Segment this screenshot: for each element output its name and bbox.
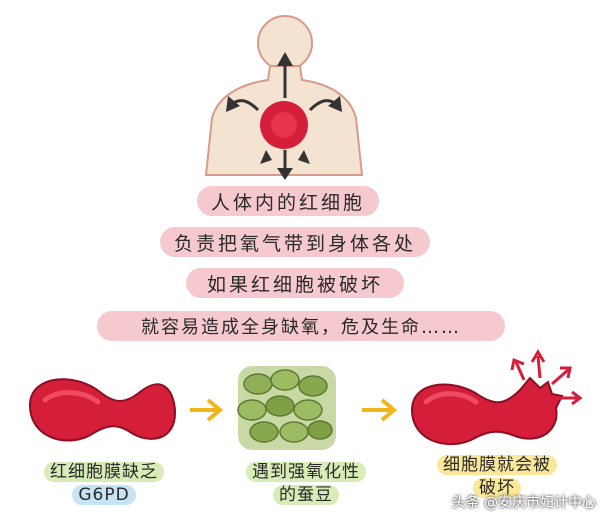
arrow-right-icon — [328, 96, 342, 112]
arrow-left-icon — [226, 96, 240, 112]
step-1-caption: 红细胞膜缺乏 G6PD — [20, 461, 188, 507]
caption-line-3: 如果红细胞被破坏 — [186, 268, 404, 298]
caption-line-4: 就容易造成全身缺氧，危及生命…… — [97, 311, 505, 341]
arrow-up-icon — [277, 52, 293, 66]
step-3-line-1: 细胞膜就会被 — [437, 455, 557, 475]
step-2-line-1: 遇到强氧化性 — [246, 462, 366, 482]
watermark: 头条 @安庆市妇计中心 — [451, 495, 596, 511]
red-blood-cell-damaged — [410, 376, 564, 446]
fava-beans-image — [237, 366, 336, 450]
right-arrow-icon-2 — [362, 398, 398, 422]
burst-arrows-icon — [510, 349, 583, 406]
step-3-line-2: 破坏 — [473, 478, 521, 498]
step-2-caption: 遇到强氧化性 的蚕豆 — [226, 461, 386, 507]
chest-red-cell-inner — [271, 112, 297, 138]
step-1-line-1: 红细胞膜缺乏 — [44, 462, 164, 482]
caption-line-1: 人体内的红细胞 — [197, 186, 379, 216]
step-3-caption: 细胞膜就会被 破坏 — [412, 454, 582, 500]
step-2-line-2: 的蚕豆 — [273, 485, 339, 505]
arrow-down-icon — [277, 168, 293, 180]
step-1-line-2: G6PD — [72, 485, 136, 505]
caption-line-2: 负责把氧气带到身体各处 — [160, 227, 430, 257]
red-blood-cell-normal — [28, 378, 177, 442]
right-arrow-icon-1 — [190, 398, 224, 422]
